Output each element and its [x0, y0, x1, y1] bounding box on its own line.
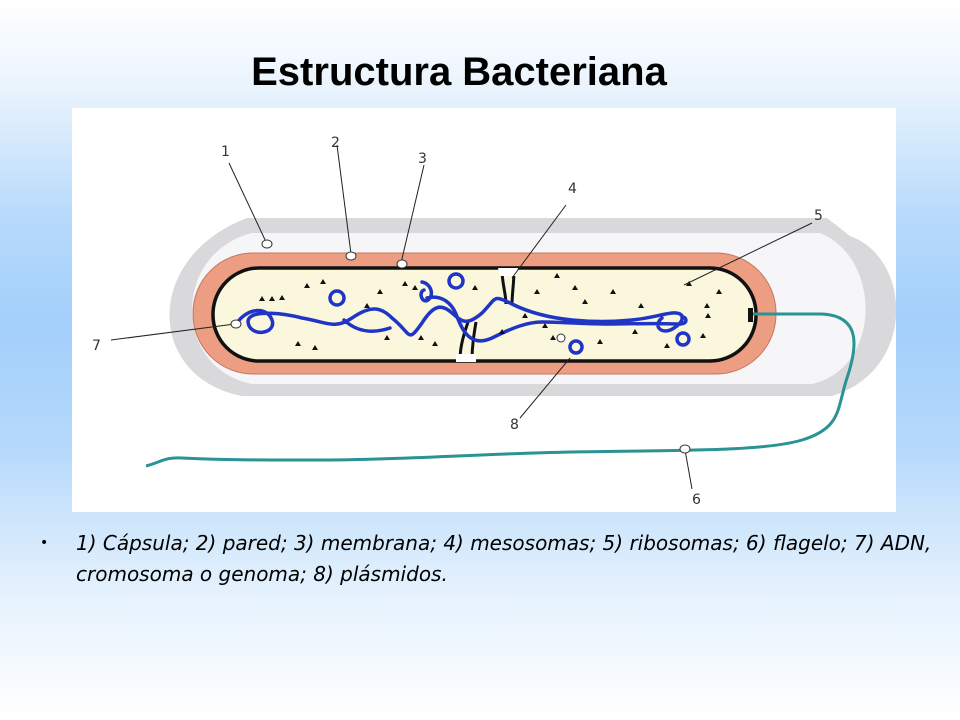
ribosomes — [259, 273, 722, 350]
bacteria-diagram: 1 2 3 4 5 6 7 8 — [72, 108, 896, 512]
mesosome-upper-gap — [498, 268, 518, 276]
label-1: 1 — [221, 144, 230, 160]
label-4: 4 — [568, 181, 577, 197]
flagellum-base — [748, 308, 753, 322]
bacteria-diagram-svg: 1 2 3 4 5 6 7 8 — [92, 135, 896, 508]
label-2: 2 — [331, 135, 340, 151]
leader-lines — [110, 144, 813, 490]
bullet-icon: • — [40, 535, 49, 551]
plasmid — [568, 339, 584, 355]
label-7: 7 — [92, 338, 101, 354]
label-3: 3 — [418, 151, 427, 167]
anchor-points — [230, 239, 691, 454]
slide-title: Estructura Bacteriana — [251, 50, 667, 94]
label-6: 6 — [692, 492, 701, 508]
plasmid — [447, 272, 465, 290]
label-8: 8 — [510, 417, 519, 433]
dna-chromosome — [235, 280, 688, 343]
plasmid — [675, 331, 691, 347]
plasmid — [328, 289, 346, 307]
label-5: 5 — [814, 208, 823, 224]
flagellum — [145, 312, 856, 468]
mesosome-lower-gap — [456, 354, 476, 362]
caption-text: 1) Cápsula; 2) pared; 3) membrana; 4) me… — [76, 531, 932, 586]
